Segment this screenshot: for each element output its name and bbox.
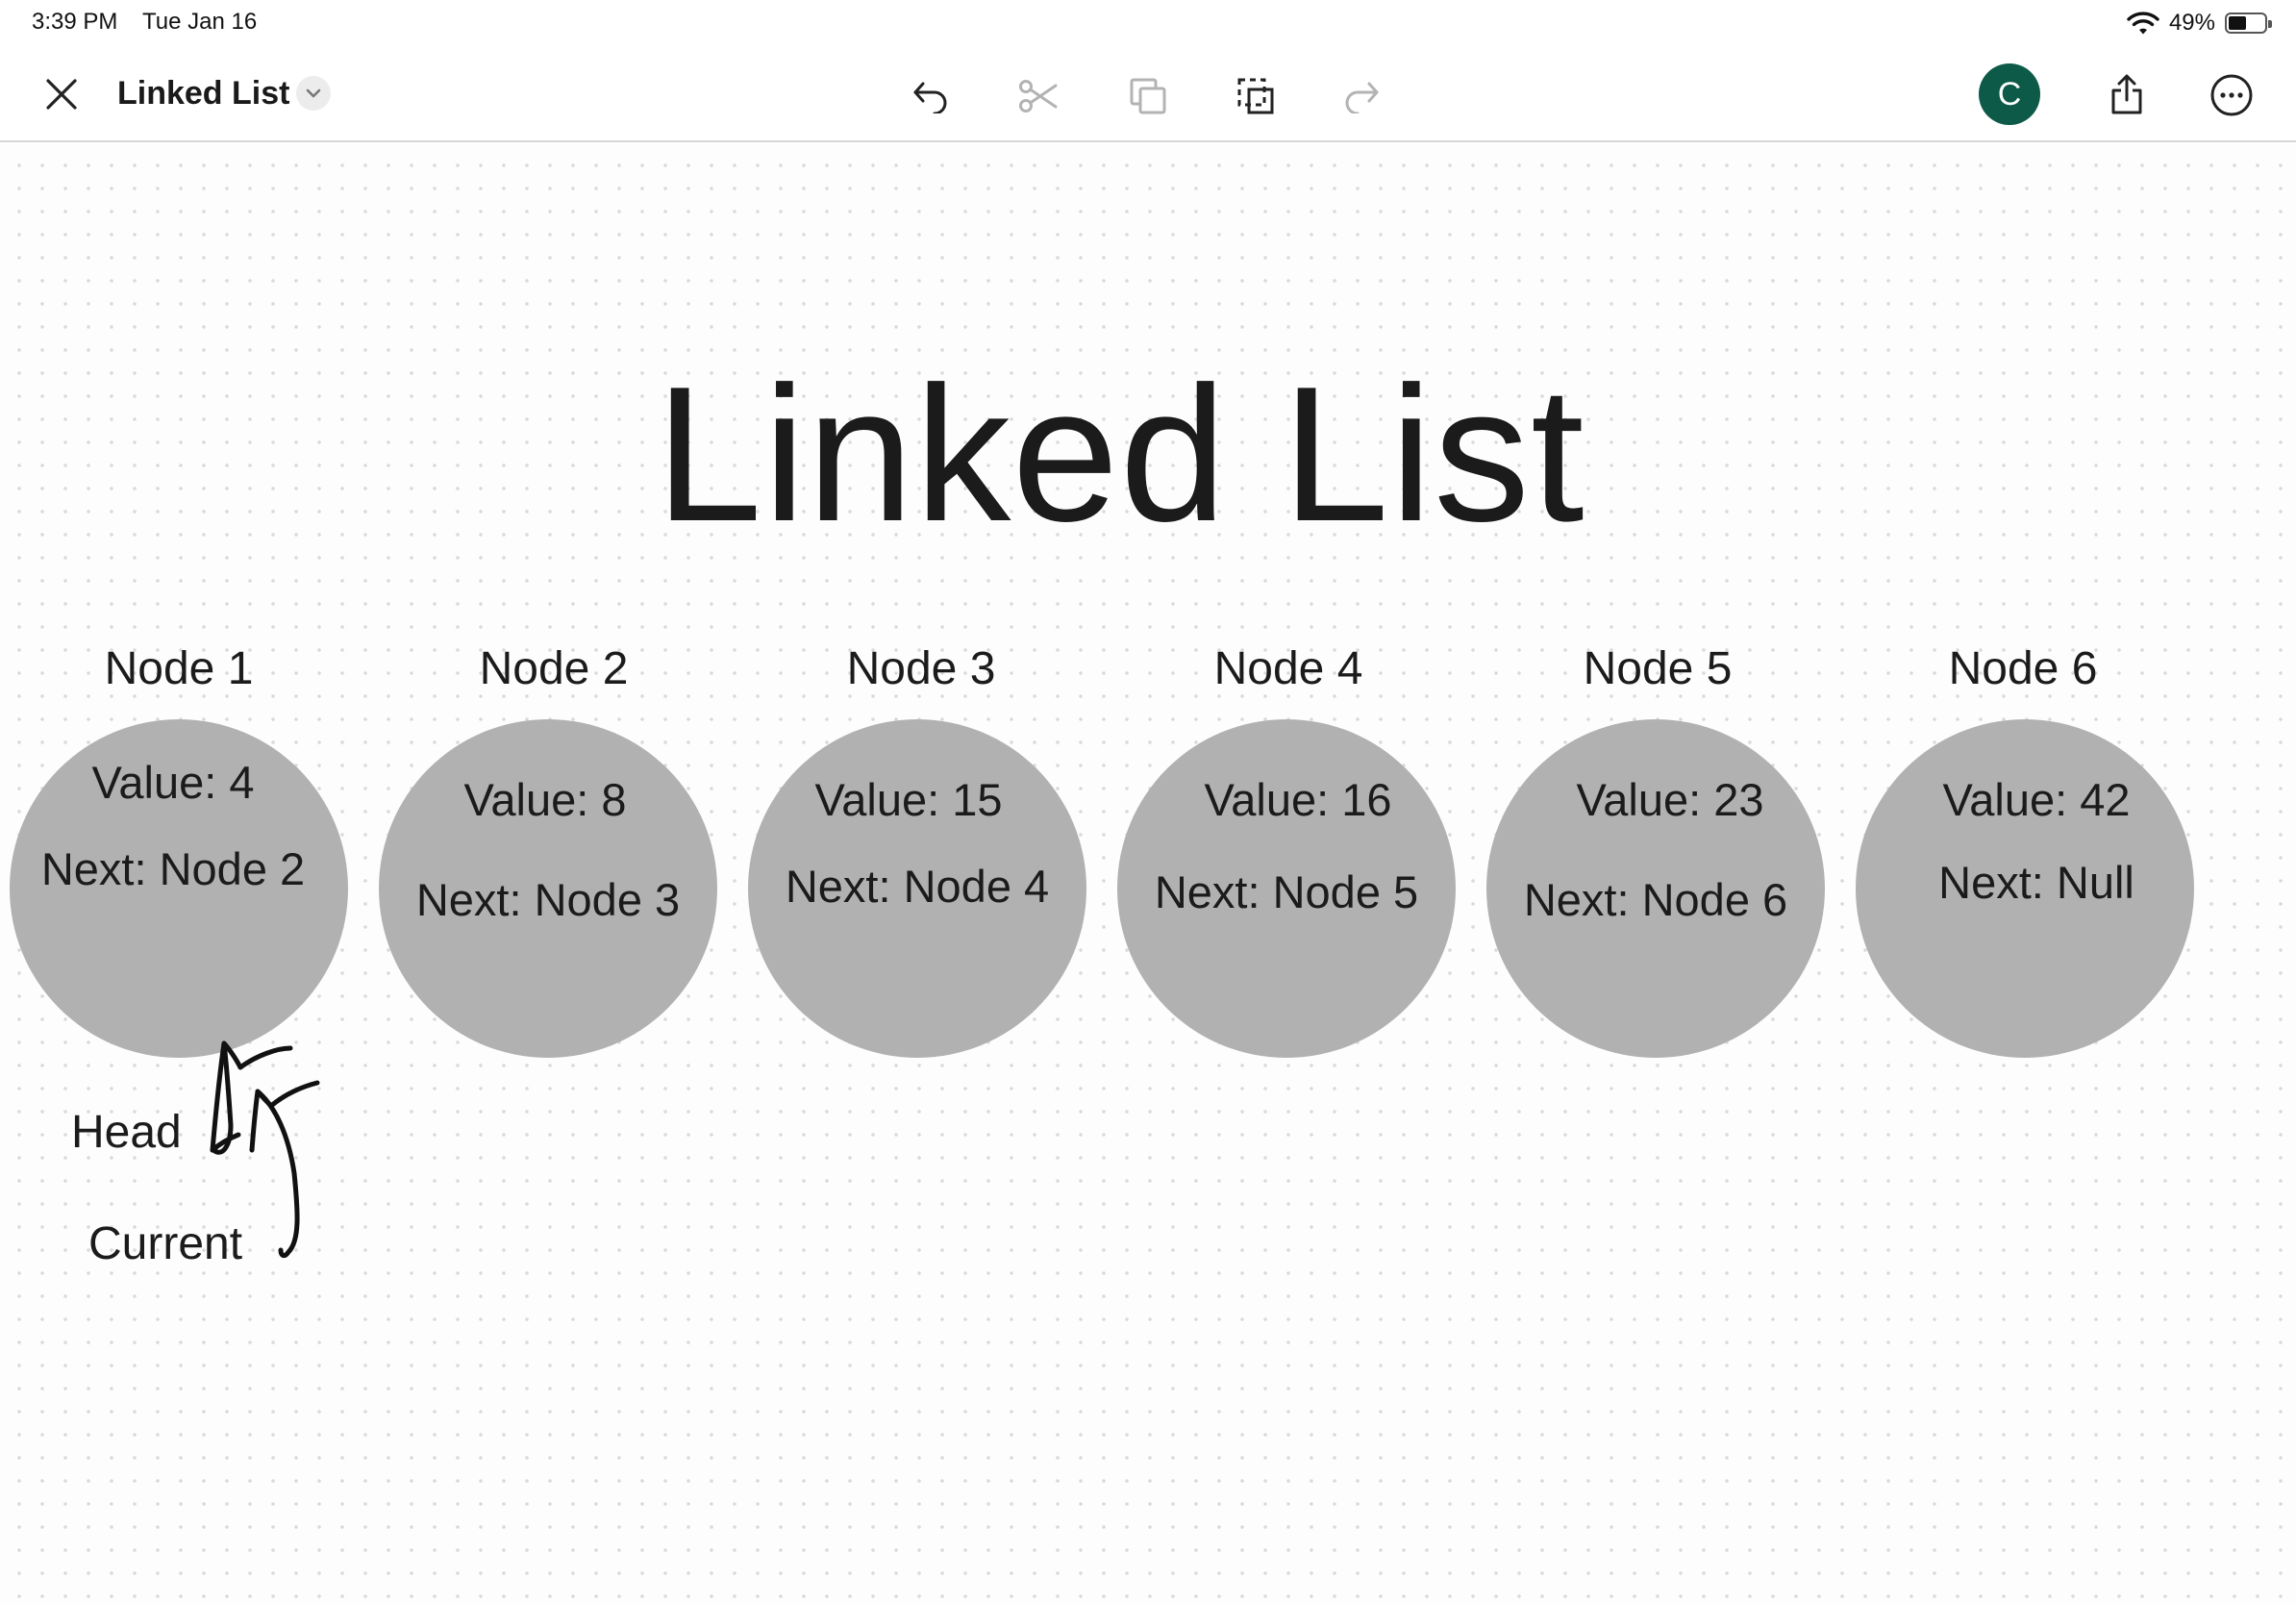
node-circle[interactable]: Value: 16 Next: Node 5 <box>1117 719 1456 1058</box>
title-menu-button[interactable] <box>296 76 331 111</box>
wifi-icon <box>2127 12 2159 35</box>
node-value-text: Value: 23 <box>1576 774 1764 825</box>
node-circle[interactable]: Value: 4 Next: Node 2 <box>10 719 348 1058</box>
undo-icon <box>913 82 947 113</box>
node-label[interactable]: Node 5 <box>1583 643 1733 694</box>
status-date: Tue Jan 16 <box>142 9 258 35</box>
node-label[interactable]: Node 4 <box>1213 643 1363 694</box>
node-next-text: Next: Node 2 <box>40 843 306 894</box>
node-value-text: Value: 8 <box>463 774 627 825</box>
node-label[interactable]: Node 1 <box>104 643 254 694</box>
battery-level <box>2229 16 2246 30</box>
avatar[interactable]: C <box>1979 63 2040 125</box>
node-next-text: Next: Node 3 <box>415 874 681 925</box>
node-circle[interactable]: Value: 8 Next: Node 3 <box>379 719 717 1058</box>
node-value-text: Value: 15 <box>814 774 1003 825</box>
node-value-text: Value: 4 <box>91 757 255 808</box>
node-next-text: Next: Null <box>1938 857 2134 908</box>
node-next-text: Next: Node 4 <box>785 861 1050 912</box>
lasso-select-button[interactable] <box>1229 69 1283 123</box>
document-title[interactable]: Linked List <box>117 74 290 112</box>
node-value-text: Value: 42 <box>1942 774 2131 825</box>
node-value-text: Value: 16 <box>1204 774 1392 825</box>
cut-button[interactable] <box>1011 69 1065 123</box>
undo-button[interactable] <box>904 69 958 123</box>
close-icon <box>46 79 77 110</box>
share-button[interactable] <box>2100 65 2154 123</box>
node-label[interactable]: Node 2 <box>479 643 629 694</box>
current-annotation[interactable]: Current <box>88 1218 243 1269</box>
head-annotation[interactable]: Head <box>71 1107 182 1158</box>
more-button[interactable] <box>2204 67 2259 123</box>
whiteboard-canvas[interactable]: Linked List Node 1 Value: 4 Next: Node 2… <box>0 144 2296 1604</box>
chevron-down-icon <box>306 88 321 98</box>
node-circle[interactable]: Value: 15 Next: Node 4 <box>748 719 1086 1058</box>
duplicate-icon <box>1130 78 1166 114</box>
more-icon <box>2210 74 2253 116</box>
battery-icon <box>2225 13 2272 34</box>
close-button[interactable] <box>37 69 87 119</box>
share-icon <box>2111 74 2142 114</box>
redo-button[interactable] <box>1335 69 1388 123</box>
lasso-select-icon <box>1237 78 1274 114</box>
scissors-icon <box>1019 80 1058 113</box>
node-circle[interactable]: Value: 42 Next: Null <box>1856 719 2194 1058</box>
battery-percent: 49% <box>2168 10 2215 36</box>
status-indicators: 49% <box>2127 6 2272 40</box>
redo-icon <box>1345 82 1379 113</box>
node-next-text: Next: Node 5 <box>1154 866 1419 917</box>
duplicate-button[interactable] <box>1121 69 1175 123</box>
board-title[interactable]: Linked List <box>655 347 1585 562</box>
node-label[interactable]: Node 6 <box>1948 643 2098 694</box>
status-bar: 3:39 PM Tue Jan 16 49% <box>0 0 2296 46</box>
toolbar: Linked List <box>0 46 2296 142</box>
node-next-text: Next: Node 6 <box>1523 874 1788 925</box>
node-circle[interactable]: Value: 23 Next: Node 6 <box>1486 719 1825 1058</box>
node-label[interactable]: Node 3 <box>846 643 996 694</box>
status-time: 3:39 PM <box>32 9 118 35</box>
